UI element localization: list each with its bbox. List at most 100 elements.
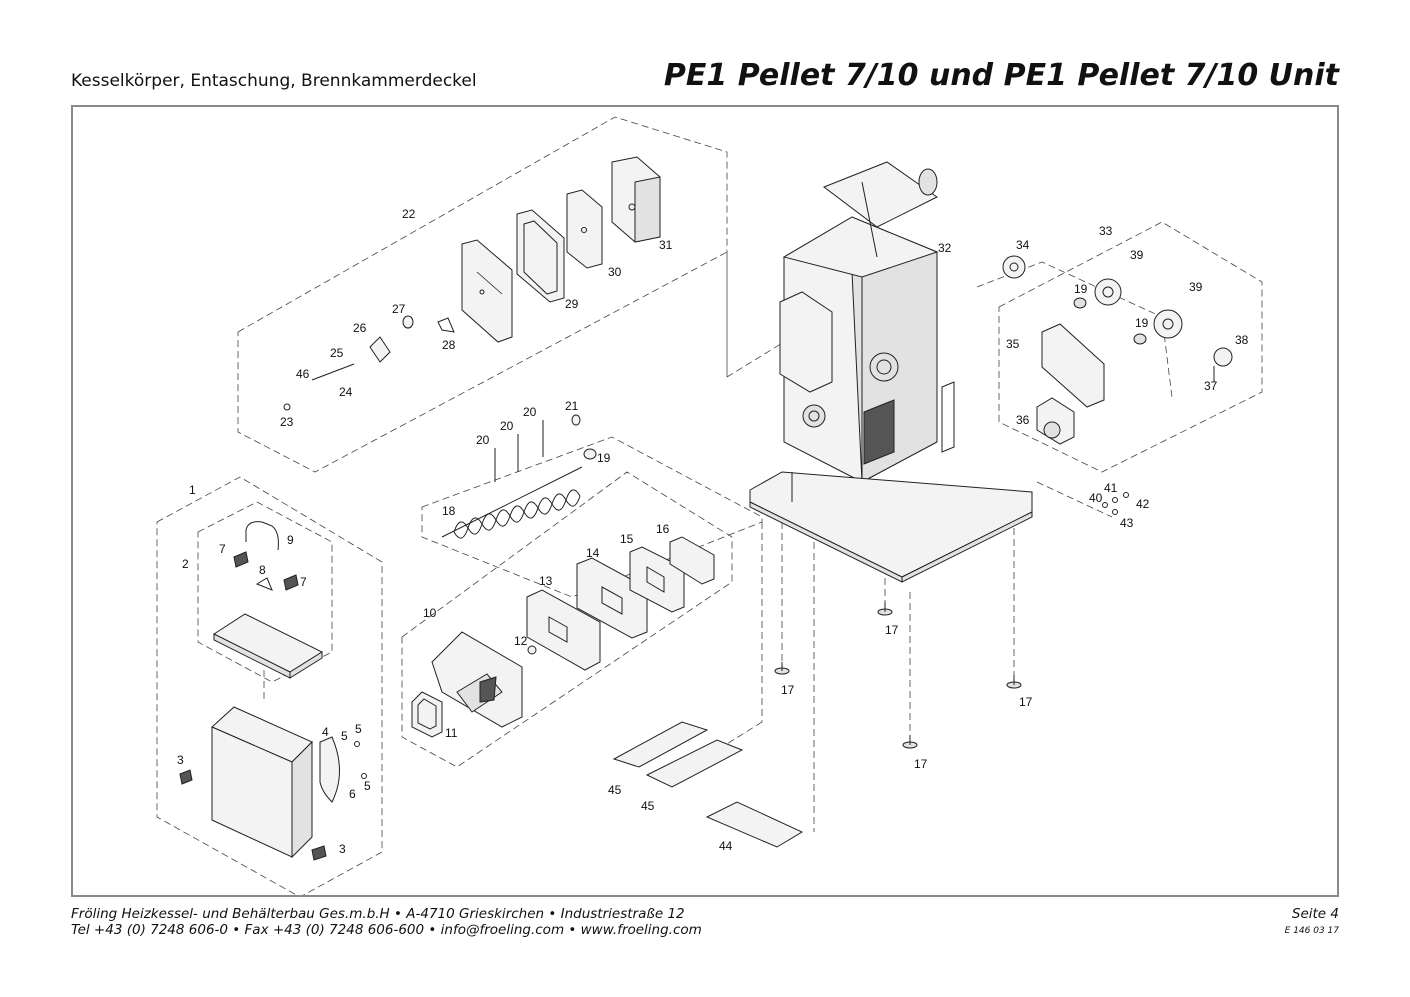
callout-7b: 7	[300, 575, 307, 589]
part-44-45-plates	[612, 721, 804, 848]
part-38-sprocket	[1213, 347, 1233, 382]
part-40-43-fasteners	[1102, 492, 1129, 515]
page-number: Seite 4	[1291, 906, 1339, 922]
callout-34: 34	[1016, 238, 1030, 252]
callout-5c: 5	[364, 779, 371, 793]
part-28-cover-plate	[437, 239, 513, 343]
part-16-bracket	[669, 536, 715, 585]
callout-5a: 5	[355, 722, 362, 736]
callout-18: 18	[442, 504, 456, 518]
callout-45b: 45	[641, 799, 655, 813]
callout-44: 44	[719, 839, 733, 853]
part-34-gear	[1002, 255, 1026, 279]
callout-3b: 3	[339, 842, 346, 856]
callout-20a: 20	[523, 405, 537, 419]
part-14-plate	[576, 557, 648, 639]
callout-12: 12	[514, 634, 528, 648]
callout-26: 26	[353, 321, 367, 335]
callout-5b: 5	[341, 729, 348, 743]
part-3-latches	[179, 769, 327, 861]
section-subtitle: Kesselkörper, Entaschung, Brennkammerdec…	[71, 71, 477, 91]
callout-20c: 20	[476, 433, 490, 447]
callout-40: 40	[1089, 491, 1103, 505]
callout-36: 36	[1016, 413, 1030, 427]
callout-15: 15	[620, 532, 634, 546]
callout-32: 32	[938, 241, 952, 255]
callout-39b: 39	[1189, 280, 1203, 294]
part-39-gears	[1094, 278, 1183, 339]
callout-10: 10	[423, 606, 437, 620]
part-26-27-cone	[369, 315, 414, 363]
callout-23: 23	[280, 415, 294, 429]
callout-27: 27	[392, 302, 406, 316]
callout-28: 28	[442, 338, 456, 352]
callout-16: 16	[656, 522, 670, 536]
callout-11: 11	[445, 726, 458, 740]
callout-35: 35	[1006, 337, 1020, 351]
part-19-bearings	[1073, 297, 1147, 345]
callout-41: 41	[1104, 481, 1118, 495]
exploded-diagram: 22 31 30 29 27 26 25 46 24 23 28 21 20 2…	[71, 105, 1339, 897]
callout-13: 13	[539, 574, 553, 588]
document-title: PE1 Pellet 7/10 und PE1 Pellet 7/10 Unit	[663, 58, 1339, 93]
part-21-clip	[571, 414, 581, 426]
callout-19b: 19	[1135, 316, 1149, 330]
callout-14: 14	[586, 546, 600, 560]
footer-contact-line: Tel +43 (0) 7248 606-0 • Fax +43 (0) 724…	[71, 922, 702, 938]
part-7-clamps	[233, 551, 299, 591]
callout-25: 25	[330, 346, 344, 360]
callout-2: 2	[182, 557, 189, 571]
part-12-nozzle	[527, 645, 537, 655]
group-burner-cover	[237, 116, 728, 473]
part-9-handle	[245, 521, 279, 551]
callout-17a: 17	[885, 623, 899, 637]
group-ash-box	[156, 476, 383, 895]
part-11-frame	[411, 691, 443, 738]
callout-42: 42	[1136, 497, 1150, 511]
callout-29: 29	[565, 297, 579, 311]
part-base-frame	[749, 471, 1033, 583]
part-4-door	[319, 736, 367, 803]
part-20-pins	[494, 420, 544, 482]
part-36-motor	[1036, 397, 1075, 445]
part-1-ash-box	[211, 706, 313, 859]
callout-19: 19	[597, 451, 611, 465]
callout-37: 37	[1204, 379, 1218, 393]
part-10-ash-channel	[431, 631, 523, 728]
callout-38: 38	[1235, 333, 1249, 347]
callout-8: 8	[259, 563, 266, 577]
callout-17c: 17	[1019, 695, 1033, 709]
callout-4: 4	[322, 725, 329, 739]
callout-17b: 17	[781, 683, 795, 697]
group-ash-channel	[401, 471, 733, 768]
leader-lines	[263, 341, 1113, 832]
part-2-lid	[212, 613, 324, 679]
callout-24: 24	[339, 385, 353, 399]
part-32-boiler-body	[779, 161, 955, 483]
callout-1: 1	[189, 483, 196, 497]
callout-3a: 3	[177, 753, 184, 767]
part-17-feet	[774, 602, 1022, 749]
part-18-auger	[441, 448, 597, 539]
callout-22: 22	[402, 207, 416, 221]
callout-20b: 20	[500, 419, 514, 433]
footer-company-line: Fröling Heizkessel- und Behälterbau Ges.…	[71, 906, 685, 922]
callout-30: 30	[608, 265, 622, 279]
part-35-bracket	[1041, 323, 1105, 408]
callout-19a: 19	[1074, 282, 1088, 296]
callout-43: 43	[1120, 516, 1134, 530]
part-23-25-46-screws	[283, 363, 355, 411]
callout-39a: 39	[1130, 248, 1144, 262]
part-30-plate	[566, 189, 603, 269]
part-29-gasket-frame	[516, 209, 565, 303]
document-code: E 146 03 17	[1284, 926, 1339, 936]
callout-9: 9	[287, 533, 294, 547]
callout-17d: 17	[914, 757, 928, 771]
callout-46: 46	[296, 367, 310, 381]
callout-33: 33	[1099, 224, 1113, 238]
callout-labels: 22 31 30 29 27 26 25 46 24 23 28 21 20 2…	[177, 207, 1249, 856]
callout-31: 31	[659, 238, 673, 252]
callout-6: 6	[349, 787, 356, 801]
part-13-plate	[526, 589, 601, 671]
callout-45a: 45	[608, 783, 622, 797]
